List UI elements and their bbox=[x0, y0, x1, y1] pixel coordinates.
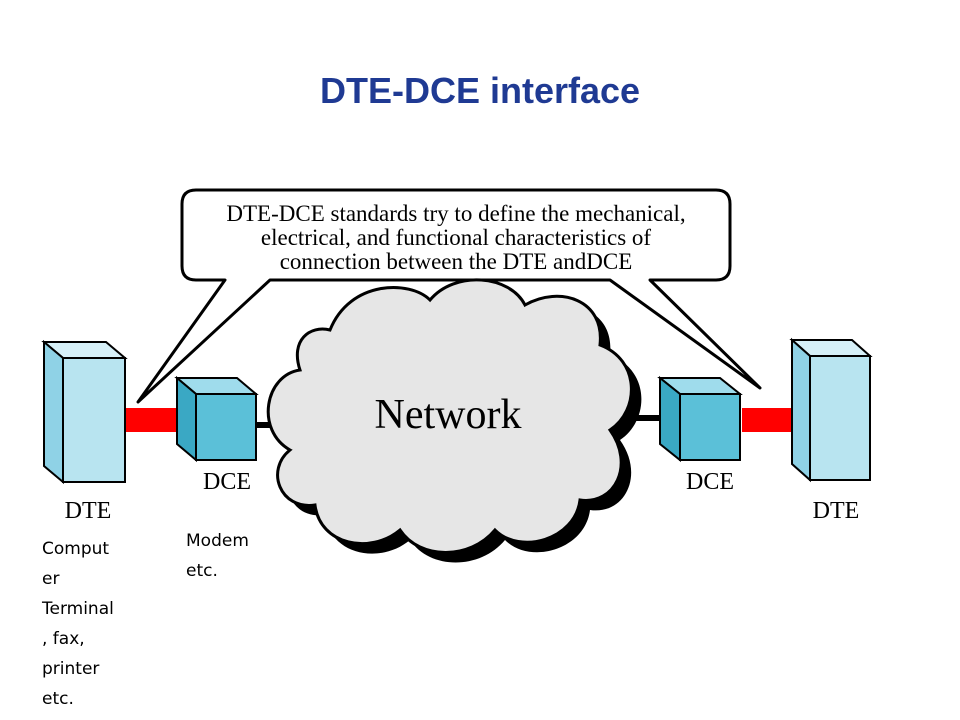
network-label: Network bbox=[375, 392, 522, 438]
right-dce-label: DCE bbox=[686, 469, 734, 495]
callout-line-3: connection between the DTE andDCE bbox=[280, 249, 633, 274]
right-red-cable bbox=[742, 408, 792, 432]
right-dte-box bbox=[789, 337, 873, 483]
dte-examples-note: Comput er Terminal , fax, printer etc. bbox=[42, 539, 114, 709]
right-dte-label: DTE bbox=[813, 498, 860, 524]
left-dce-label: DCE bbox=[203, 469, 251, 495]
callout-bubble: DTE-DCE standards try to define the mech… bbox=[136, 188, 762, 404]
left-red-cable bbox=[125, 408, 177, 432]
left-dte-label: DTE bbox=[65, 498, 112, 524]
slide-title: DTE-DCE interface bbox=[319, 70, 641, 111]
callout-line-1: DTE-DCE standards try to define the mech… bbox=[226, 201, 685, 226]
left-dte-box bbox=[41, 339, 128, 485]
right-dce-box bbox=[657, 375, 743, 463]
left-dce-box bbox=[174, 375, 259, 463]
callout-line-2: electrical, and functional characteristi… bbox=[261, 225, 651, 250]
dce-examples-note: Modem etc. bbox=[186, 531, 249, 581]
network-cloud: Network bbox=[266, 278, 642, 563]
